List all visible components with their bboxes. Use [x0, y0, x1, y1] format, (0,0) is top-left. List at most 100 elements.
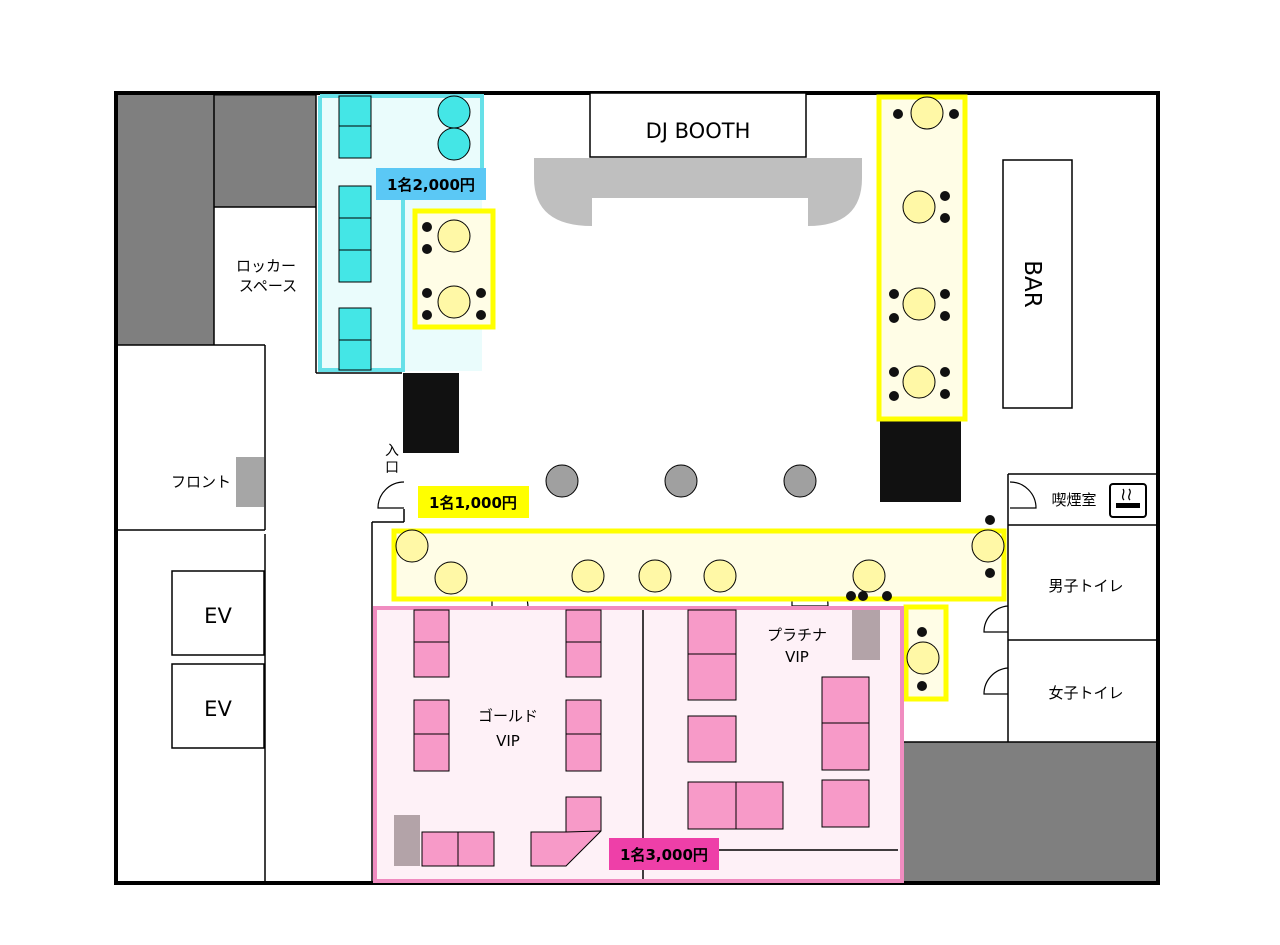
- stool-dot: [889, 289, 899, 299]
- stool-dot: [858, 591, 868, 601]
- stool-dot: [985, 515, 995, 525]
- sofa-seat: [338, 217, 372, 251]
- sofa-seat: [338, 185, 372, 219]
- stool-dot: [889, 391, 899, 401]
- sofa-seat: [338, 125, 372, 159]
- mens-toilet-label: 男子トイレ: [1048, 577, 1123, 595]
- vip-sofa: [821, 722, 870, 771]
- dj-booth-label: DJ BOOTH: [646, 119, 751, 143]
- sofa-seat: [338, 249, 372, 283]
- stool-dot: [940, 311, 950, 321]
- bar-counter: [1002, 159, 1073, 409]
- pillar: [880, 420, 961, 502]
- gold-vip-label-line1: ゴールド: [478, 707, 538, 725]
- round-table: [437, 285, 471, 319]
- smoking-icon: [1109, 483, 1147, 518]
- vip-sofa: [565, 641, 602, 678]
- platinum-vip-label-line1: プラチナ: [767, 626, 827, 644]
- price-tag-cyan: [376, 168, 486, 200]
- platinum-vip-label-line2: VIP: [785, 648, 809, 666]
- stool-dot: [949, 109, 959, 119]
- price-tag-pink-text: 1名3,000円: [620, 846, 708, 864]
- stool-dot: [846, 591, 856, 601]
- vip-sofa: [687, 653, 737, 701]
- vip-sofa: [821, 779, 870, 828]
- vip-sofa: [735, 781, 784, 830]
- round-table: [902, 365, 936, 399]
- round-table: [571, 559, 605, 593]
- vip-sofa: [565, 733, 602, 772]
- entrance-label-char2: 口: [385, 460, 399, 476]
- stool-dot: [889, 313, 899, 323]
- pillar: [403, 373, 459, 453]
- door-swing: [377, 481, 405, 509]
- stool-dot: [422, 222, 432, 232]
- door-swing: [983, 605, 1009, 633]
- entrance-label-char1: 入: [385, 443, 399, 459]
- elevator: [171, 663, 265, 749]
- vip-counter: [394, 815, 420, 866]
- stool-dot: [917, 627, 927, 637]
- stool-dot: [889, 367, 899, 377]
- round-table: [703, 559, 737, 593]
- wall-block: [213, 94, 317, 208]
- price-tag-yellow-text: 1名1,000円: [429, 494, 517, 512]
- vip-sofa: [457, 831, 495, 867]
- sofa-seat: [338, 307, 372, 341]
- stool-dot: [985, 568, 995, 578]
- stool-dot: [893, 109, 903, 119]
- vip-sofa: [565, 609, 602, 643]
- yellow-zone: [391, 528, 1007, 602]
- vip-counter: [852, 610, 880, 660]
- round-table: [971, 529, 1005, 563]
- vip-sofa: [687, 781, 737, 830]
- stool-dot: [476, 288, 486, 298]
- vip-sofa: [565, 699, 602, 735]
- locker-label-line2: スペース: [239, 277, 297, 295]
- locker-label-line1: ロッカー: [236, 257, 296, 275]
- stool: [664, 464, 698, 498]
- vip-sofa: [687, 609, 737, 655]
- stool-dot: [422, 244, 432, 254]
- elevator-label: EV: [204, 697, 232, 721]
- stool-dot: [940, 367, 950, 377]
- front-label: フロント: [171, 473, 231, 491]
- round-table: [638, 559, 672, 593]
- round-table: [395, 529, 429, 563]
- stool-dot: [476, 310, 486, 320]
- bar-label: BAR: [1019, 260, 1045, 308]
- round-table: [910, 96, 944, 130]
- round-table: [852, 559, 886, 593]
- elevator-label: EV: [204, 604, 232, 628]
- stool-dot: [422, 310, 432, 320]
- round-table: [906, 641, 940, 675]
- wall-block: [118, 95, 214, 345]
- stool-dot: [940, 389, 950, 399]
- cyan-table: [437, 127, 471, 161]
- stool-dot: [917, 681, 927, 691]
- vip-sofa: [413, 609, 450, 643]
- elevator: [171, 570, 265, 656]
- gold-vip-label-line2: VIP: [496, 732, 520, 750]
- womens-toilet-label: 女子トイレ: [1048, 684, 1123, 702]
- wall-block: [904, 742, 1156, 881]
- price-tag-yellow: [418, 486, 529, 518]
- door-swing: [1009, 481, 1037, 509]
- vip-sofa: [687, 715, 737, 763]
- stool-dot: [422, 288, 432, 298]
- vip-sofa: [413, 641, 450, 678]
- round-table: [437, 219, 471, 253]
- cyan-table: [437, 95, 471, 129]
- round-table: [434, 561, 468, 595]
- stool-dot: [940, 213, 950, 223]
- vip-sofa: [413, 699, 450, 735]
- vip-sofa: [821, 676, 870, 724]
- dj-booth: [589, 92, 807, 158]
- front-counter: [236, 457, 264, 507]
- door-swing: [983, 667, 1009, 695]
- round-table: [902, 287, 936, 321]
- smoking-room-label: 喫煙室: [1051, 491, 1096, 509]
- stool: [783, 464, 817, 498]
- price-tag-pink: [609, 838, 719, 870]
